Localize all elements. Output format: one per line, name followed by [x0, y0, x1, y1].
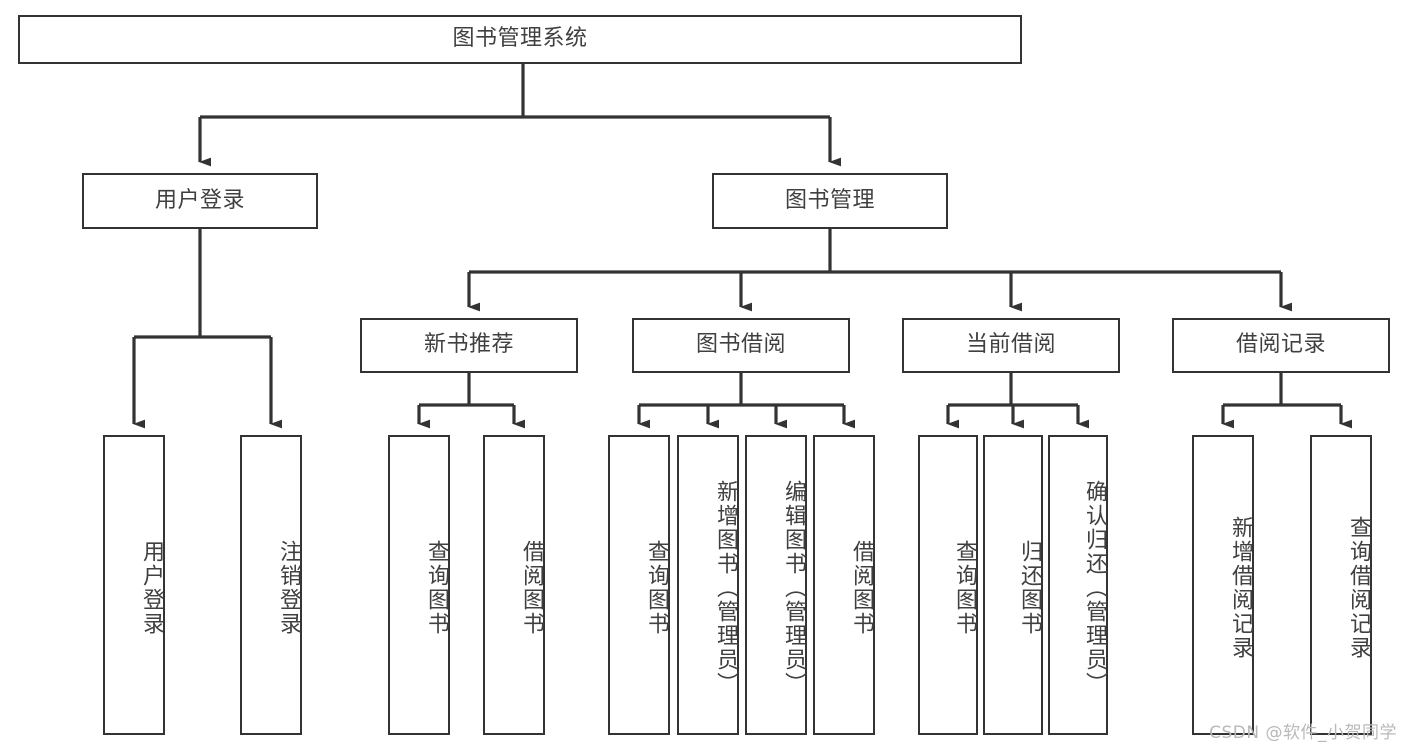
- node-leaf-user-login[interactable]: 用户登录: [103, 435, 165, 735]
- node-new-book-recommend-label: 新书推荐: [423, 332, 514, 358]
- node-leaf-add-borrow-record[interactable]: 新增借阅记录: [1192, 435, 1254, 735]
- node-book-borrow-label: 图书借阅: [695, 332, 786, 358]
- node-leaf-logout-login-label: 注销登录: [276, 540, 301, 636]
- node-leaf-return-book-label: 归还图书: [1017, 540, 1042, 636]
- node-root-label: 图书管理系统: [452, 26, 588, 52]
- node-leaf-borrow-book-1[interactable]: 借阅图书: [483, 435, 545, 735]
- node-leaf-query-book-1[interactable]: 查询图书: [388, 435, 450, 735]
- node-leaf-query-borrow-record[interactable]: 查询借阅记录: [1310, 435, 1372, 735]
- node-leaf-user-login-label: 用户登录: [139, 540, 164, 636]
- node-borrow-record[interactable]: 借阅记录: [1172, 318, 1390, 373]
- node-leaf-query-borrow-record-label: 查询借阅记录: [1346, 516, 1371, 660]
- node-leaf-edit-book-admin[interactable]: 编辑图书（管理员）: [745, 435, 807, 735]
- node-leaf-add-book-admin[interactable]: 新增图书（管理员）: [677, 435, 739, 735]
- node-new-book-recommend[interactable]: 新书推荐: [360, 318, 578, 373]
- node-root[interactable]: 图书管理系统: [18, 15, 1022, 64]
- node-leaf-query-book-3-label: 查询图书: [952, 540, 977, 636]
- node-leaf-borrow-book-1-label: 借阅图书: [519, 540, 544, 636]
- node-book-manage-label: 图书管理: [784, 187, 875, 213]
- node-leaf-logout-login[interactable]: 注销登录: [240, 435, 302, 735]
- node-leaf-add-book-admin-label: 新增图书（管理员）: [713, 480, 738, 696]
- node-leaf-query-book-2-label: 查询图书: [644, 540, 669, 636]
- node-leaf-confirm-return-admin[interactable]: 确认归还（管理员）: [1048, 435, 1108, 735]
- node-book-borrow[interactable]: 图书借阅: [632, 318, 850, 373]
- node-leaf-edit-book-admin-label: 编辑图书（管理员）: [781, 480, 806, 696]
- node-leaf-query-book-2[interactable]: 查询图书: [608, 435, 670, 735]
- node-user-login-label: 用户登录: [154, 187, 245, 213]
- node-leaf-borrow-book-2[interactable]: 借阅图书: [813, 435, 875, 735]
- node-current-borrow[interactable]: 当前借阅: [902, 318, 1120, 373]
- node-leaf-query-book-1-label: 查询图书: [424, 540, 449, 636]
- node-leaf-return-book[interactable]: 归还图书: [983, 435, 1043, 735]
- node-current-borrow-label: 当前借阅: [965, 332, 1056, 358]
- node-leaf-confirm-return-admin-label: 确认归还（管理员）: [1082, 480, 1107, 696]
- node-borrow-record-label: 借阅记录: [1235, 332, 1326, 358]
- node-book-manage[interactable]: 图书管理: [712, 173, 948, 229]
- node-user-login[interactable]: 用户登录: [82, 173, 318, 229]
- node-leaf-borrow-book-2-label: 借阅图书: [849, 540, 874, 636]
- node-leaf-add-borrow-record-label: 新增借阅记录: [1228, 516, 1253, 660]
- node-leaf-query-book-3[interactable]: 查询图书: [918, 435, 978, 735]
